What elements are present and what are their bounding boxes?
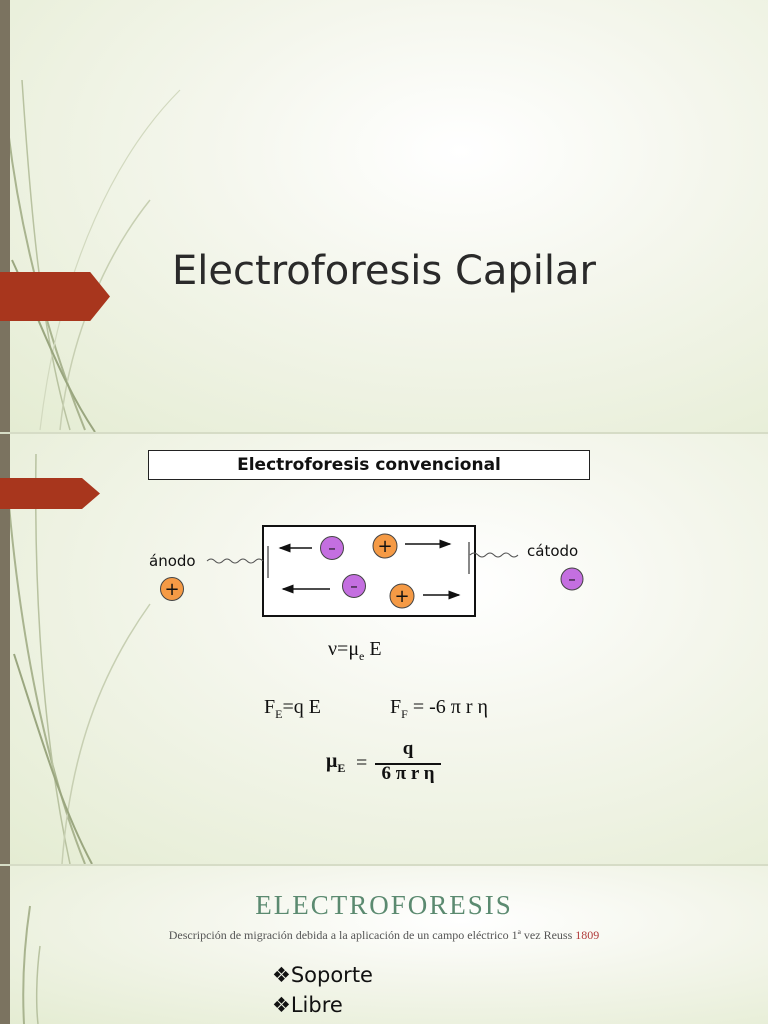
plus-sign: + — [164, 579, 179, 600]
slide-title: ELECTROFORESIS — [255, 890, 513, 920]
friction-force-equation: FF = -6 π r η — [390, 696, 488, 721]
mobility-equals: = — [356, 752, 368, 774]
minus-sign: – — [328, 539, 336, 557]
fraction-denominator: 6 π r η — [381, 763, 435, 784]
slide-divider — [0, 432, 768, 434]
year: 1809 — [575, 928, 600, 942]
decorative-swoosh — [22, 905, 41, 1024]
fraction-bar — [375, 763, 441, 765]
cathode-wire — [469, 552, 519, 558]
section-title-box: Electroforesis convencional — [148, 450, 590, 480]
plus-sign: + — [394, 586, 409, 607]
anode-plus-ion — [160, 577, 184, 601]
velocity-equation: ν=μe E — [328, 638, 382, 663]
sidebar-bar — [0, 866, 10, 1024]
anode-wire — [206, 558, 264, 564]
fraction-numerator: q — [402, 738, 414, 759]
accent-arrow — [0, 478, 100, 509]
slide-2: Electroforesis convencional – + – + + – … — [0, 434, 768, 864]
sidebar-bar — [0, 434, 10, 864]
cathode-minus-ion — [560, 567, 584, 591]
capillary-box — [262, 525, 476, 617]
bullet-libre: ❖Libre — [272, 993, 343, 1017]
description: Descripción de migración debida a la apl… — [168, 928, 600, 942]
slide-3: ELECTROFORESIS Descripción de migración … — [0, 866, 768, 1024]
slide-1: Electroforesis Capilar — [0, 0, 768, 432]
decorative-swoosh — [7, 453, 151, 864]
accent-arrow — [0, 272, 110, 321]
cathode-label: cátodo — [527, 542, 579, 560]
sidebar-bar — [0, 0, 10, 432]
anode-label: ánodo — [149, 552, 196, 570]
mobility-equation: μE — [326, 750, 346, 775]
slide-divider — [0, 864, 768, 866]
electric-force-equation: FE=q E — [264, 696, 321, 721]
electrophoresis-diagram: – + – + + – — [160, 525, 584, 617]
minus-sign: – — [568, 570, 576, 588]
minus-sign: – — [350, 577, 358, 595]
plus-ion — [389, 583, 415, 609]
minus-ion — [320, 536, 344, 560]
plus-ion — [372, 533, 398, 559]
decorative-swoosh — [7, 79, 181, 432]
bullet-soporte: ❖Soporte — [272, 963, 373, 987]
minus-ion — [342, 574, 366, 598]
plus-sign: + — [377, 536, 392, 557]
slide-title: Electroforesis Capilar — [172, 248, 596, 294]
